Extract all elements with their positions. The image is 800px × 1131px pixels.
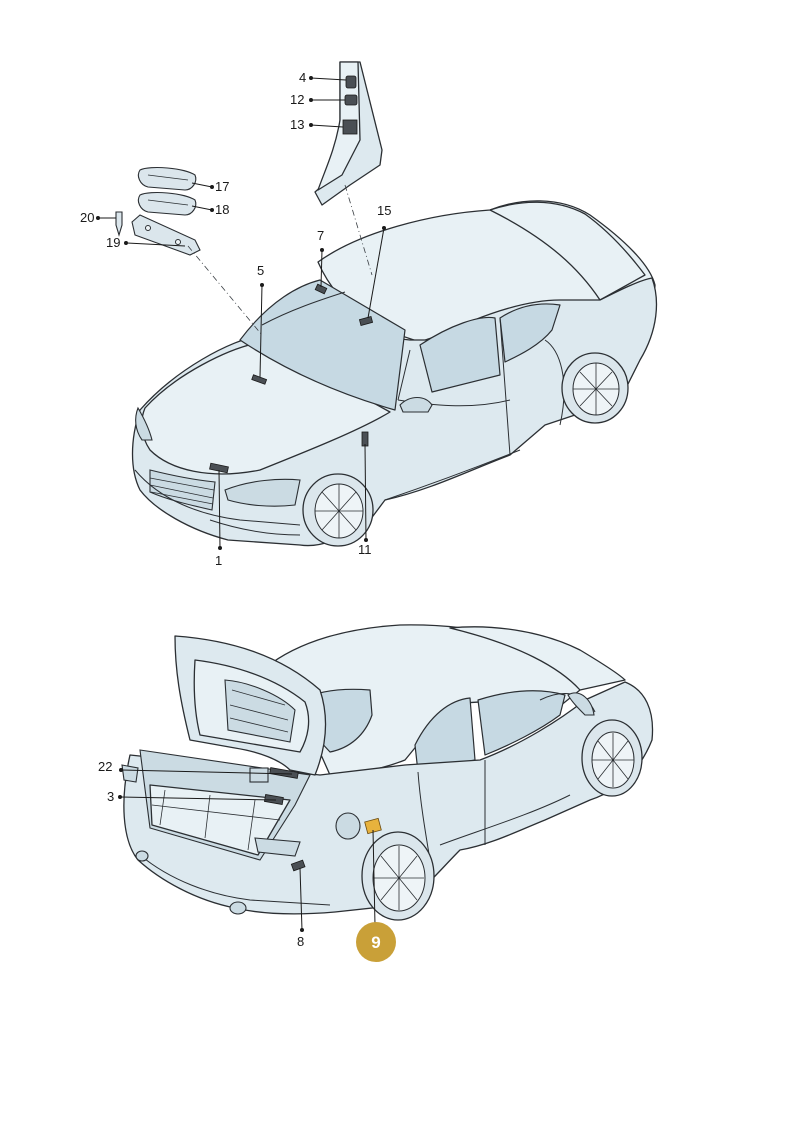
callout-4: 4 [299,70,306,85]
callout-5: 5 [257,263,264,278]
callout-9-badge[interactable]: 9 [356,922,396,962]
callout-15: 15 [377,203,391,218]
a-pillar-inset [314,61,383,206]
callout-17: 17 [215,179,229,194]
guide-line [187,245,263,336]
callout-13: 13 [290,117,304,132]
roof-lock-parts [115,166,201,256]
callout-12: 12 [290,92,304,107]
callout-11: 11 [358,542,372,557]
callout-8: 8 [297,934,304,949]
highlighted-sticker [364,817,382,835]
callout-19: 19 [106,235,120,250]
callout-7: 7 [317,228,324,243]
callout-9[interactable]: 9 [371,933,380,952]
callout-20: 20 [80,210,94,225]
front-car-view [131,200,658,547]
callout-3: 3 [107,789,114,804]
leader-lines-top [96,76,386,550]
callout-1: 1 [215,553,222,568]
callout-labels: 4 12 13 17 18 20 19 15 7 5 1 11 22 3 8 [80,70,391,949]
guide-line [344,184,373,276]
callout-18: 18 [215,202,229,217]
callout-22: 22 [98,759,112,774]
rear-car-view [121,624,654,921]
badge-circle[interactable] [356,922,396,962]
